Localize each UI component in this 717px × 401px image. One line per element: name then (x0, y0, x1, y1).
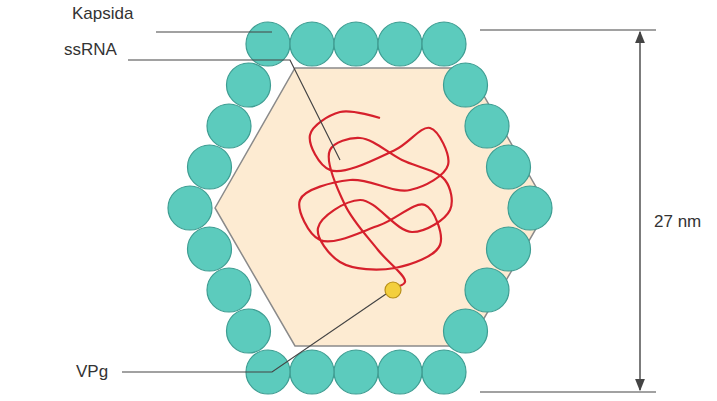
capsomere (508, 186, 552, 230)
leader-line (128, 60, 340, 160)
label-holder: Kapsida (72, 4, 133, 24)
capsomere (188, 145, 232, 189)
extension-line (480, 29, 656, 30)
label-holder: VPg (76, 362, 108, 382)
leader-line (122, 294, 386, 372)
capsomere (168, 186, 212, 230)
extension-line (480, 391, 656, 392)
dimension-label: 27 nm (654, 212, 701, 231)
label-holder: ssRNA (64, 40, 117, 60)
capsomere (465, 104, 509, 148)
part-label: Kapsida (72, 4, 133, 23)
capsomere (207, 268, 251, 312)
capsomere (227, 63, 271, 107)
leader-line (156, 31, 272, 32)
capsomere (465, 268, 509, 312)
leader-lines (122, 32, 386, 372)
capsomere (422, 22, 466, 66)
capsomere (487, 145, 531, 189)
hexagon-core (215, 68, 548, 346)
capsomere (334, 350, 378, 394)
capsomere (290, 22, 334, 66)
part-label: VPg (76, 362, 108, 381)
capsomere (188, 227, 232, 271)
capsomere (334, 22, 378, 66)
part-label: ssRNA (64, 40, 117, 59)
capsomere (227, 309, 271, 353)
capsomere (290, 350, 334, 394)
capsomere (207, 104, 251, 148)
rna-strand (299, 111, 451, 288)
capsomere (487, 227, 531, 271)
label-holder: 27 nm (654, 212, 701, 232)
capsomere (444, 63, 488, 107)
vpg-dot (385, 282, 401, 298)
capsid-ring (168, 22, 552, 394)
dimension-mark (480, 30, 656, 392)
capsomere (444, 309, 488, 353)
dimension-line (639, 32, 640, 390)
capsomere (378, 350, 422, 394)
capsomere (378, 22, 422, 66)
capsomere (422, 350, 466, 394)
